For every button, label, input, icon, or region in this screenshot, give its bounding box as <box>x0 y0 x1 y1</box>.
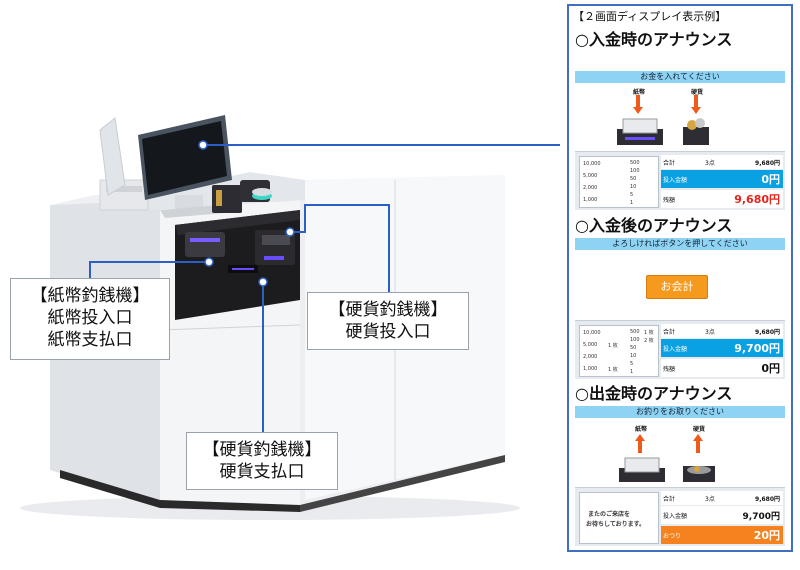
section-payout-title: ○出金時のアナウンス <box>575 384 733 403</box>
denomination-table: 10,000 5,000 1 枚 2,000 1,000 1 枚 500 1 枚… <box>579 325 659 377</box>
arrow-up-icon <box>635 434 645 441</box>
label-bill: 紙幣 <box>635 426 648 433</box>
label-bill: 紙幣 <box>633 89 646 96</box>
coin-unit-icon <box>683 466 715 482</box>
banner-press-button: よろしければボタンを押してください <box>575 238 785 250</box>
bill-unit-icon <box>619 457 665 482</box>
row-deposit: 投入金額 9,700円 <box>661 339 783 357</box>
scene-take-change: 紙幣 硬貨 <box>575 418 785 486</box>
banner-insert-money: お金を入れてください <box>575 71 785 83</box>
callout-coin-inlet-title: 【硬貨釣銭機】 <box>328 300 448 320</box>
arrow-down-icon <box>691 107 701 114</box>
callout-bill-changer: 【紙幣釣銭機】 紙幣投入口 紙幣支払口 <box>10 278 170 360</box>
row-total: 合計 3点 9,680円 <box>661 155 783 169</box>
arrow-up-icon <box>693 434 703 441</box>
bill-unit-icon <box>617 118 663 145</box>
row-remaining: 残額 9,680円 <box>661 190 783 208</box>
row-remaining: 残額 0円 <box>661 359 783 377</box>
summary-bar-after-deposit: 10,000 5,000 1 枚 2,000 1,000 1 枚 500 1 枚… <box>575 320 785 379</box>
coin-unit-icon <box>683 118 709 145</box>
callout-bill-changer-line2: 紙幣支払口 <box>47 330 133 350</box>
cash-register-illustration: 【紙幣釣銭機】 紙幣投入口 紙幣支払口 【硬貨釣銭機】 硬貨投入口 【硬貨釣銭機… <box>10 115 568 520</box>
arrow-down-icon <box>633 107 643 114</box>
callout-coin-inlet-line1: 硬貨投入口 <box>345 322 431 342</box>
summary-bar-payout: またのご来店を お待ちしております。 合計 3点 9,680円 投入金額 9,7… <box>575 487 785 546</box>
callout-bill-changer-line1: 紙幣投入口 <box>47 308 133 328</box>
row-total: 合計 3点 9,680円 <box>661 324 783 338</box>
section-deposit-title: ○入金時のアナウンス <box>575 30 733 49</box>
row-deposit: 投入金額 9,700円 <box>661 506 783 524</box>
label-coin: 硬貨 <box>691 89 704 96</box>
dual-display-example-panel: 【２画面ディスプレイ表示例】 ○入金時のアナウンス お金を入れてください 紙幣 … <box>567 4 793 552</box>
thank-you-message: またのご来店を お待ちしております。 <box>579 492 659 544</box>
row-change: おつり 20円 <box>661 526 783 544</box>
summary-bar-deposit: 10,000 5,000 2,000 1,000 500 100 50 10 5… <box>575 151 785 210</box>
section-after-deposit-title: ○入金後のアナウンス <box>575 216 733 235</box>
row-deposit: 投入金額 0円 <box>661 170 783 188</box>
row-total: 合計 3点 9,680円 <box>661 491 783 505</box>
callout-coin-outlet-title: 【硬貨釣銭機】 <box>202 440 322 460</box>
panel-title: 【２画面ディスプレイ表示例】 <box>573 10 727 23</box>
callout-coin-outlet-line1: 硬貨支払口 <box>219 462 305 482</box>
denomination-table: 10,000 5,000 2,000 1,000 500 100 50 10 5… <box>579 156 659 208</box>
callout-coin-inlet: 【硬貨釣銭機】 硬貨投入口 <box>307 292 469 350</box>
banner-take-change: お釣りをお取りください <box>575 406 785 418</box>
checkout-button[interactable]: お会計 <box>646 275 708 299</box>
label-coin: 硬貨 <box>693 426 706 433</box>
scene-press-button: お会計 <box>575 250 785 320</box>
scene-insert-money: 紙幣 硬貨 <box>575 83 785 151</box>
callout-coin-outlet: 【硬貨釣銭機】 硬貨支払口 <box>186 432 338 490</box>
callout-bill-changer-title: 【紙幣釣銭機】 <box>30 286 150 306</box>
